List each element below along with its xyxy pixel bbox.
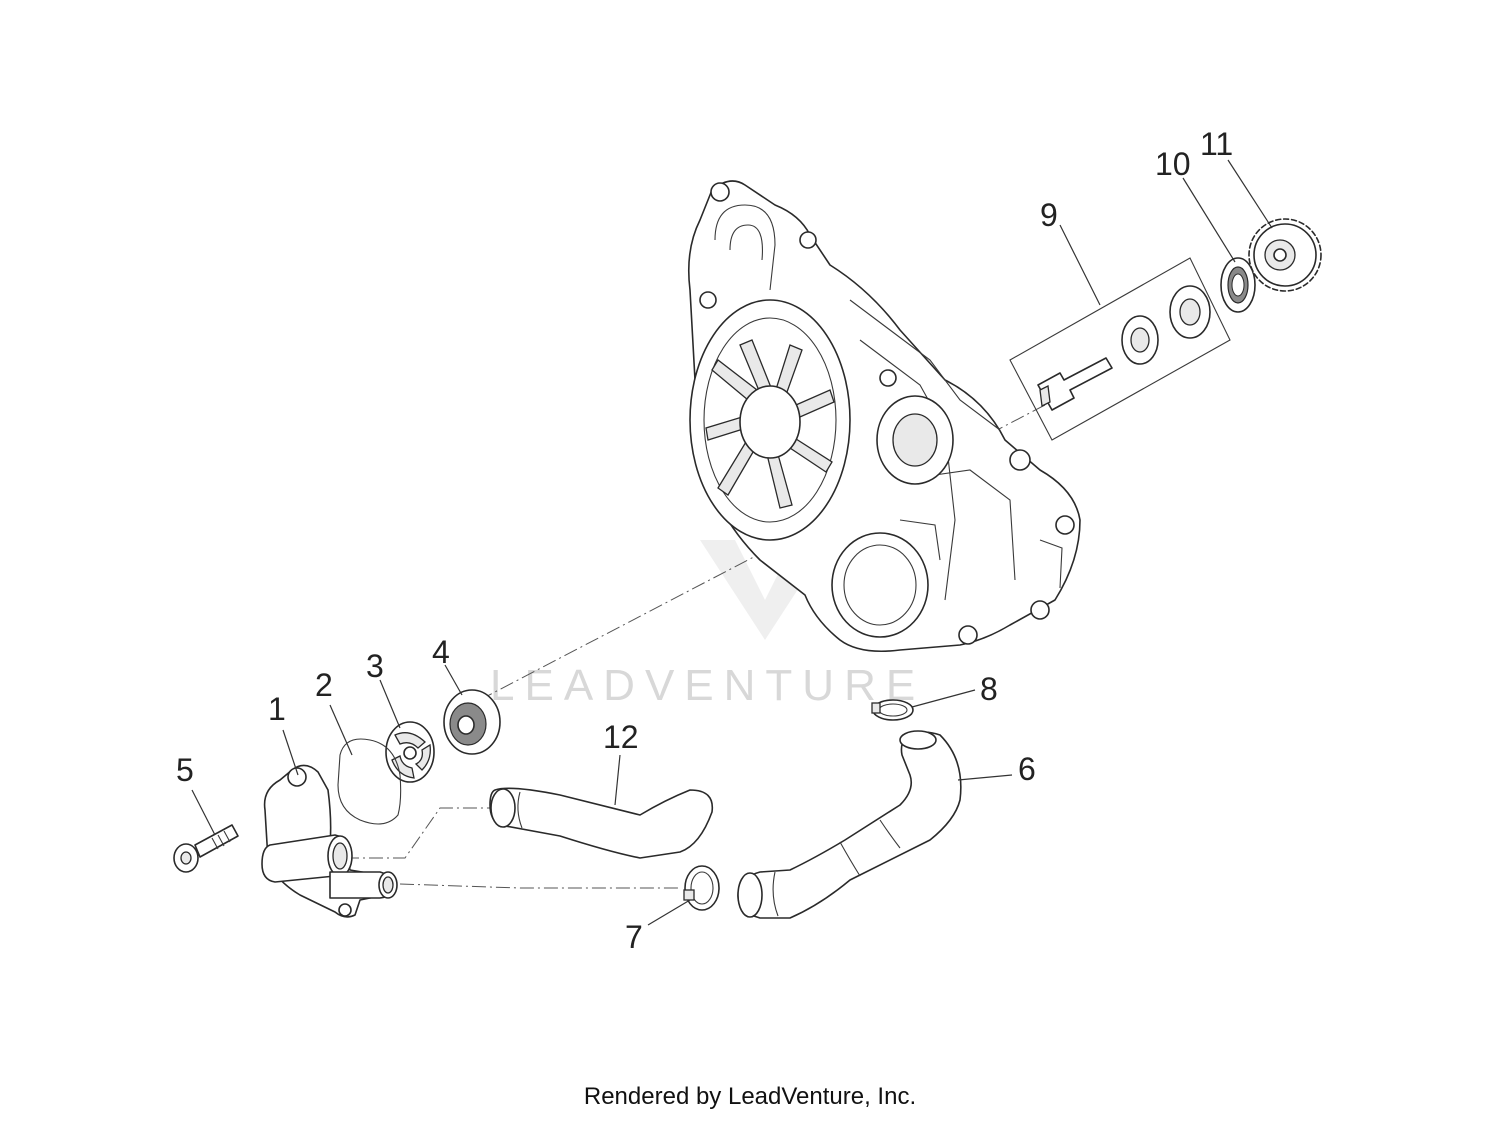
part-12-hose bbox=[489, 787, 714, 859]
part-5-bolt bbox=[173, 824, 239, 873]
callout-11: 11 bbox=[1200, 126, 1233, 162]
callout-3: 3 bbox=[366, 648, 384, 684]
leader-lines bbox=[191, 159, 1273, 926]
part-3-impeller bbox=[385, 721, 435, 783]
callout-12: 12 bbox=[603, 719, 639, 755]
footer-credit: Rendered by LeadVenture, Inc. bbox=[583, 1083, 917, 1110]
part-6-hose bbox=[737, 730, 962, 919]
callout-10: 10 bbox=[1155, 146, 1191, 182]
callout-labels: 1 2 3 4 5 6 7 8 9 10 11 12 bbox=[176, 126, 1233, 955]
part-1-pump-housing bbox=[261, 764, 398, 918]
watermark-text: LEADVENTURE bbox=[490, 661, 925, 710]
part-4-seal bbox=[443, 689, 501, 755]
part-9-shaft-bearing-kit bbox=[1009, 257, 1231, 441]
part-11-gear bbox=[1248, 218, 1322, 292]
callout-8: 8 bbox=[980, 671, 998, 707]
part-2-gasket bbox=[337, 738, 402, 825]
part-7-clamp bbox=[683, 865, 720, 911]
callout-7: 7 bbox=[625, 919, 643, 955]
callout-2: 2 bbox=[315, 667, 333, 703]
part-8-clamp bbox=[871, 699, 914, 721]
callout-5: 5 bbox=[176, 752, 194, 788]
engine-side-cover bbox=[687, 180, 1081, 653]
callout-4: 4 bbox=[432, 634, 450, 670]
callout-1: 1 bbox=[268, 691, 286, 727]
callout-6: 6 bbox=[1018, 751, 1036, 787]
part-10-oil-seal bbox=[1220, 257, 1256, 313]
callout-9: 9 bbox=[1040, 197, 1058, 233]
